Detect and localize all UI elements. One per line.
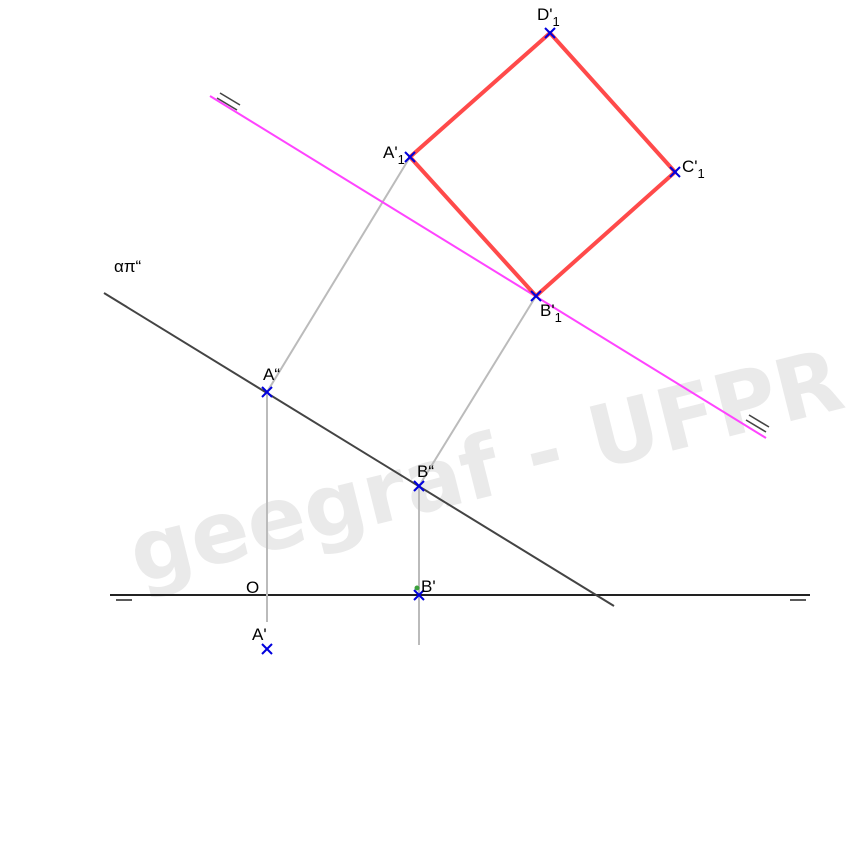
plane-vertical-trace: [103, 292, 615, 607]
alpha-trace-label: απ“: [114, 257, 142, 276]
point-d1-mark: [544, 27, 556, 39]
watermark-text: geegraf - UFPR: [119, 330, 853, 604]
point-a1-mark: [404, 151, 416, 163]
a1-label: A'1: [383, 143, 405, 167]
transfer-line-a: [266, 156, 411, 393]
b-top-label: B': [421, 577, 436, 596]
point-b-top-mark: [413, 589, 425, 601]
transfer-line-b: [418, 295, 537, 487]
new-ground-line-mark-1: [216, 97, 238, 111]
point-a-top-mark: [261, 643, 273, 655]
point-b-front-mark: [413, 480, 425, 492]
a-front-label: A“: [263, 365, 280, 384]
origin-label: O: [246, 578, 259, 597]
point-a-front-mark: [261, 386, 273, 398]
new-ground-line: [209, 95, 767, 439]
d1-label: D'1: [537, 5, 560, 29]
true-size-square: [408, 31, 677, 298]
b1-label: B'1: [540, 301, 562, 325]
new-ground-line-mark-2: [219, 92, 241, 106]
point-c1-mark: [669, 166, 681, 178]
point-b1-mark: [530, 290, 542, 302]
new-ground-line-mark-4: [748, 414, 770, 428]
a-top-label: A': [252, 625, 267, 644]
small-green-point: [414, 585, 420, 591]
new-ground-line-mark-3: [745, 419, 767, 433]
b-front-label: B“: [417, 462, 434, 481]
c1-label: C'1: [682, 157, 705, 181]
